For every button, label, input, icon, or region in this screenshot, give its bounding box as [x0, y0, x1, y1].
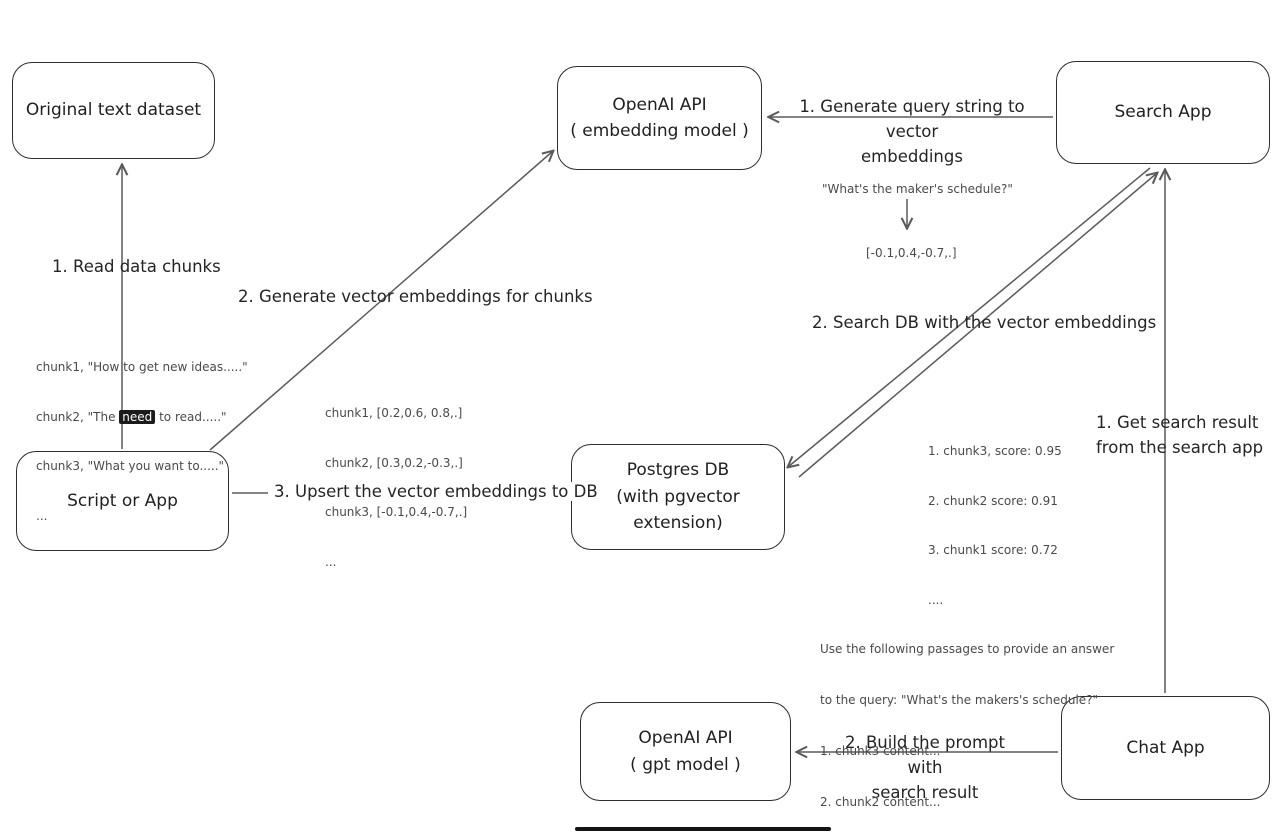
node-chat-app-label: Chat App [1126, 737, 1205, 758]
annotation-prompt-text-line4: 2. chunk2 content... [820, 795, 941, 809]
edge-label-get-search-result-line2: from the search app [1096, 438, 1264, 457]
annotation-chunk-list-line2-highlight: need [119, 409, 156, 424]
node-chat-app: Chat App [1061, 696, 1270, 800]
annotation-score-list: 1. chunk3, score: 0.95 2. chunk2 score: … [928, 410, 1062, 641]
annotation-prompt-text-line1: Use the following passages to provide an… [820, 642, 1115, 656]
annotation-chunk-list-line2-pre: chunk2, "The [36, 409, 120, 424]
annotation-vector-list: chunk1, [0.2,0.6, 0.8,.] chunk2, [0.3,0.… [325, 372, 467, 603]
annotation-prompt-text-line2: to the query: "What's the makers's sched… [820, 693, 1099, 707]
node-script-or-app-label: Script or App [67, 490, 178, 511]
node-search-app-label: Search App [1114, 102, 1212, 123]
annotation-score-list-line2: 2. chunk2 score: 0.91 [928, 493, 1058, 508]
node-postgres-db-subtitle: (with pgvector extension) [616, 486, 740, 534]
node-openai-embedding: OpenAI API ( embedding model ) [557, 66, 762, 170]
node-openai-gpt-subtitle: ( gpt model ) [630, 754, 741, 775]
annotation-chunk-list-line3: chunk3, "What you want to....." [36, 459, 225, 473]
edge-label-query-to-vector: 1. Generate query string to vector embed… [798, 94, 1026, 169]
edge-label-read-data-chunks: 1. Read data chunks [52, 257, 221, 276]
edge-label-query-to-vector-line2: embeddings [861, 147, 963, 166]
node-openai-gpt-title: OpenAI API [638, 728, 733, 749]
edge-label-build-prompt: 2. Build the prompt with search result [830, 730, 1020, 805]
edge-label-get-search-result: 1. Get search result from the search app [1096, 410, 1263, 460]
edge-label-query-to-vector-line1: 1. Generate query string to vector [799, 97, 1025, 141]
annotation-vector-list-line4: ... [325, 554, 337, 569]
edge-label-search-db: 2. Search DB with the vector embeddings [812, 313, 1157, 332]
annotation-score-list-line3: 3. chunk1 score: 0.72 [928, 543, 1058, 557]
annotation-score-list-line1: 1. chunk3, score: 0.95 [928, 444, 1062, 458]
node-openai-embedding-subtitle: ( embedding model ) [570, 121, 749, 141]
annotation-query-vector: [-0.1,0.4,-0.7,.] [866, 246, 957, 260]
annotation-query-example: "What's the maker's schedule?" [822, 182, 1013, 196]
annotation-chunk-list: chunk1, "How to get new ideas....." chun… [36, 326, 248, 557]
node-original-text-dataset-label: Original text dataset [25, 100, 202, 121]
node-original-text-dataset: Original text dataset [12, 62, 215, 159]
annotation-vector-list-line2: chunk2, [0.3,0.2,-0.3,.] [325, 455, 463, 470]
node-openai-gpt: OpenAI API ( gpt model ) [580, 702, 791, 801]
annotation-prompt-text-line3: 1. chunk3 content... [820, 744, 941, 758]
node-openai-embedding-title: OpenAI API [612, 94, 707, 115]
bottom-bar [575, 827, 831, 831]
annotation-prompt-text: Use the following passages to provide an… [820, 607, 1114, 832]
node-search-app: Search App [1056, 61, 1270, 164]
node-postgres-db-title: Postgres DB [626, 460, 730, 481]
annotation-score-list-line4: .... [928, 592, 944, 607]
annotation-chunk-list-line1: chunk1, "How to get new ideas....." [36, 360, 248, 374]
annotation-chunk-list-line4: ... [36, 508, 48, 523]
edge-label-get-search-result-line1: 1. Get search result [1096, 413, 1259, 432]
edge-label-generate-embeddings: 2. Generate vector embeddings for chunks [238, 287, 593, 306]
annotation-vector-list-line3: chunk3, [-0.1,0.4,-0.7,.] [325, 505, 468, 519]
annotation-chunk-list-line2-post: to read....." [155, 409, 227, 424]
annotation-vector-list-line1: chunk1, [0.2,0.6, 0.8,.] [325, 406, 463, 420]
node-script-or-app: Script or App [16, 451, 229, 551]
node-postgres-db: Postgres DB (with pgvector extension) [571, 444, 785, 550]
annotation-chunk-list-line2: chunk2, "The need to read....." [36, 409, 248, 426]
edge-label-build-prompt-line2: search result [871, 783, 979, 802]
edge-label-build-prompt-line1: 2. Build the prompt with [845, 733, 1005, 777]
edge-label-upsert-embeddings: 3. Upsert the vector embeddings to DB [268, 482, 604, 501]
